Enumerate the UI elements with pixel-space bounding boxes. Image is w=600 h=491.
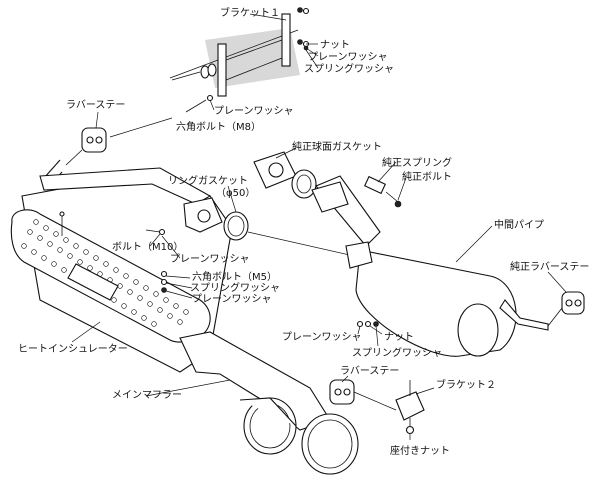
label-heat-insulator: ヒートインシュレーター: [18, 343, 128, 355]
label-flange-nut: 座付きナット: [390, 444, 450, 457]
label-spring-washer-left: スプリングワッシャ: [190, 281, 280, 294]
oem-rubber-stay: [547, 291, 585, 327]
ring-gasket: [223, 211, 355, 257]
label-nut-right: ナット: [384, 331, 414, 343]
label-ring-gasket: リングガスケット: [168, 174, 248, 187]
label-rubber-stay-top: ラバーステー: [66, 99, 125, 111]
label-plain-washer-right: プレーンワッシャ: [282, 331, 362, 343]
center-pipe-assembly: [253, 151, 549, 357]
main-muffler: [10, 167, 233, 373]
label-main-muffler: メインマフラー: [112, 389, 182, 401]
label-spring-washer-right: スプリングワッシャ: [352, 346, 442, 359]
part-labels: ブラケット１ ナット プレーンワッシャ スプリングワッシャ ラバーステー プレー…: [18, 6, 589, 457]
bracket1-assembly: [169, 7, 310, 113]
label-plain-washer-top: プレーンワッシャ: [308, 51, 388, 63]
label-nut-top: ナット: [320, 39, 350, 51]
leader-lines: [71, 13, 567, 440]
bracket2-assembly: [329, 379, 425, 435]
label-rubber-stay-bottom: ラバーステー: [340, 365, 399, 377]
left-fasteners: [59, 211, 379, 328]
label-oem-bolt: 純正ボルト: [402, 170, 452, 183]
label-oem-gasket: 純正球面ガスケット: [292, 140, 382, 153]
label-bracket2: ブラケット２: [436, 378, 496, 391]
label-hex-bolt-m5: 六角ボルト（M5）: [192, 271, 277, 283]
label-phi50: （φ50）: [216, 187, 255, 199]
label-oem-spring: 純正スプリング: [382, 156, 452, 169]
label-plain-washer-left: プレーンワッシャ: [170, 253, 250, 265]
label-center-pipe: 中間パイプ: [494, 218, 544, 231]
label-hex-bolt-m8: 六角ボルト（M8）: [176, 121, 261, 133]
label-oem-rubber-stay: 純正ラバーステー: [510, 260, 589, 273]
label-plain-washer-left2: プレーンワッシャ: [192, 293, 272, 305]
tail-pipes: [179, 331, 359, 475]
label-bracket1: ブラケット１: [220, 6, 280, 19]
label-spring-washer-top: スプリングワッシャ: [304, 62, 394, 75]
label-plain-washer-mid: プレーンワッシャ: [214, 105, 294, 117]
label-bolt-m10: ボルト（M10）: [112, 241, 183, 253]
